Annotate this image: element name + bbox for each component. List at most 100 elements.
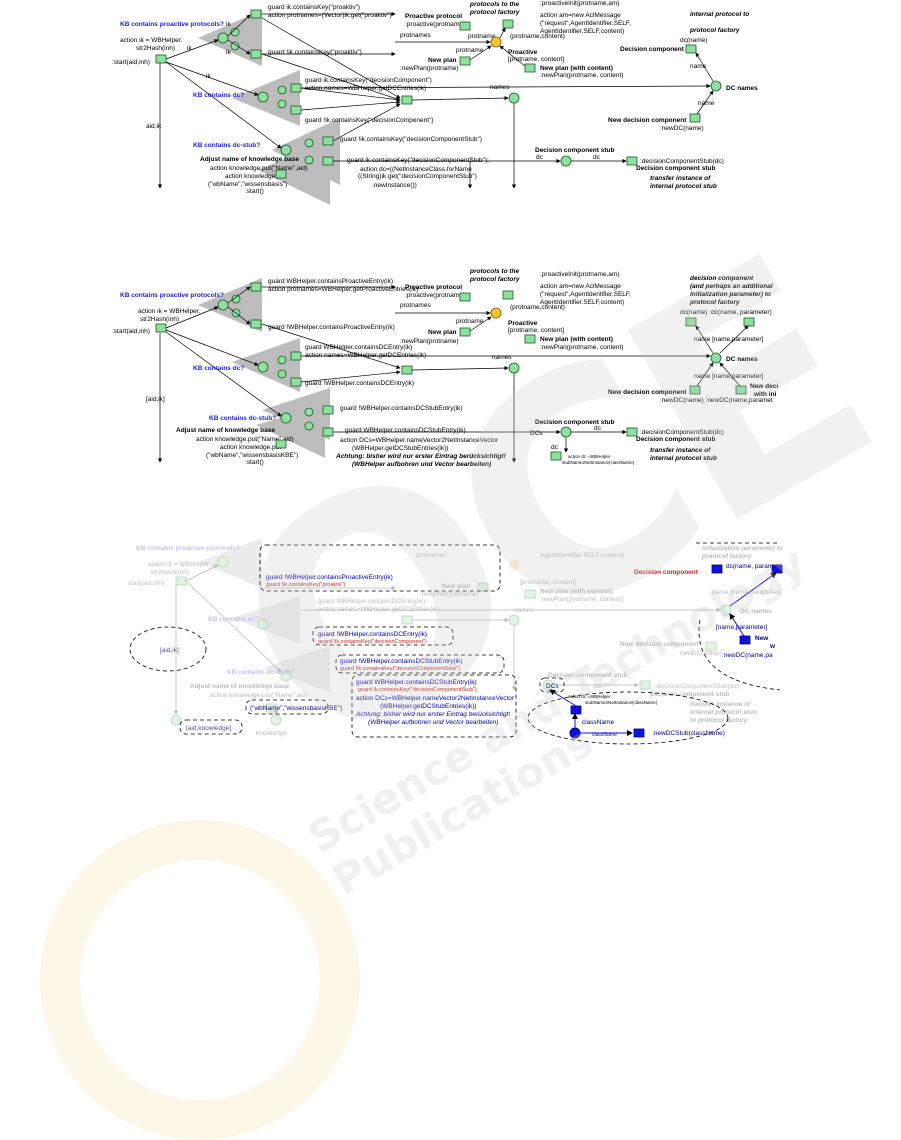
stub-sub-place xyxy=(304,138,314,148)
new-dc-label-3: New decision component xyxy=(620,641,699,648)
acl-message-2-p2: ("request",AgentIdentifier.SELF, xyxy=(540,291,631,298)
guard-dc-entry-3: guard WBHelper.containsDCEntry(ik) xyxy=(318,598,425,605)
dc-transition xyxy=(290,83,302,93)
guard-not-proaktiv: guard !ik.containsKey("proaktiv") xyxy=(268,49,362,56)
dc-new-2: ((String)ik.get("decisionComponentStub") xyxy=(358,173,477,180)
kb-dcstub-place-2 xyxy=(280,412,292,424)
protnames-label: protnames xyxy=(400,32,431,39)
dashed-ellipse-classname xyxy=(527,691,729,745)
dc-stub-label-p2: Decision component stub xyxy=(535,419,614,426)
dashed-ellipse-aid-ik xyxy=(129,626,207,672)
aid-ik-label-3: [aid,ik] xyxy=(160,647,179,654)
classname-place xyxy=(569,727,581,739)
guard-stub-3: guard WBHelper.containsDCStubEntry(ik) xyxy=(356,679,477,686)
internal-protocol-label: internal protocol to xyxy=(690,11,749,18)
proactive-entry-transition xyxy=(250,282,262,292)
protocol-factory-label-3: protocol factory xyxy=(701,553,752,560)
action-put-3-p3: action knowledge.put("Name",aid) xyxy=(210,692,308,699)
achtung-1: Achtung: bisher wird nur erster Eintrag … xyxy=(335,453,507,460)
new-plan-call-3: :newPlan(protname) xyxy=(420,591,479,598)
dc-transition-p2 xyxy=(685,317,697,327)
dashed-region-wbname xyxy=(245,699,329,715)
action-put-2-p2: action knowledge.put xyxy=(220,444,281,451)
adjust-kb-label: Adjust name of knowledge base xyxy=(200,156,299,163)
dcs-action-2-p3: (WBHelper.getDCStubEntries(ik)) xyxy=(380,703,476,710)
acl-message-1: action am=new AclMessage xyxy=(540,12,621,19)
dc-names-place-2 xyxy=(710,352,722,364)
protnames-label-2: protnames xyxy=(400,302,431,309)
dc-stub-place-2 xyxy=(560,426,572,438)
dashed-region-stub xyxy=(335,654,505,674)
dcs-action-1-p3: action DCs=WBHelper.nameVector2NetInstan… xyxy=(356,695,515,702)
dc-new-1: action dc=((NetInstanceClass.forName xyxy=(360,166,472,173)
proactive-init-2: :proactiveInit(protname,am) xyxy=(540,271,619,278)
kb-dc-label-2: KB contains dc? xyxy=(193,365,244,372)
proactive-init: :proactiveInit(protname,am) xyxy=(540,0,619,7)
protname-content-p2: (protname,content) xyxy=(510,304,565,311)
kb-dc-place-2 xyxy=(257,361,269,373)
dc-header-4: protocol factory xyxy=(689,299,740,306)
new-plan-label-2: New plan xyxy=(428,329,457,336)
dc-arc-label-p2: dc xyxy=(594,425,602,432)
dashed-region-dc xyxy=(312,626,454,646)
guard-stub-entry: guard WBHelper.containsDCStubEntry(ik) xyxy=(345,427,466,434)
new-dc-call: :newDC(name) xyxy=(660,125,704,132)
dc-stub-label-p3: Decision component stub xyxy=(548,672,627,679)
action-put-2: action knowledge.put xyxy=(225,173,286,180)
proactive-place xyxy=(490,36,502,48)
new-plan-call-2: :newPlan(protname) xyxy=(400,338,459,345)
proactive-init-transition-2 xyxy=(502,290,514,300)
transfer-instance-2-p3: internal protocol stub xyxy=(690,709,757,716)
proactive-label-2: Proactive xyxy=(508,320,538,327)
dc-names-place xyxy=(710,80,722,92)
names-label-2: names xyxy=(492,354,512,361)
protname-label-2: protname xyxy=(456,47,484,54)
dc-stub-place xyxy=(560,155,572,167)
dashed-region-dcs-place xyxy=(539,677,565,693)
dc-names-label-3: DC names xyxy=(740,608,772,615)
kb-dc-place xyxy=(257,91,269,103)
dc-stub-label-2-p3: Decision component stub xyxy=(650,691,729,698)
w-label: w xyxy=(769,643,776,650)
action-put-3-p2: ("wbName","wissensbasisKBE") xyxy=(206,452,298,459)
dc-stub-call-2: :decisionComponentStub(dc) xyxy=(640,429,724,436)
action-dc-entries: action names=WBHelper.getDCEntries(ik) xyxy=(305,352,426,359)
dcs-label-3: DCs xyxy=(546,683,559,690)
guard-not-dc: guard !ik.containsKey("decisionComponent… xyxy=(305,117,434,124)
not-stub-transition xyxy=(322,136,334,146)
achtung-1-p3: Achtung: bisher wird nur erster Eintrag … xyxy=(355,711,510,718)
protocols-to-factory-2: protocols to the xyxy=(469,268,519,275)
guard-dc: guard ik.containsKey("decisionComponent"… xyxy=(305,77,432,84)
panel-2: KB contains proactive protocols? action … xyxy=(112,268,778,468)
proactive-protocol-label: Proactive protocol xyxy=(405,13,462,20)
protocol-factory-label-2: protocol factory xyxy=(469,276,520,283)
dc-sub-place xyxy=(277,85,287,95)
dc-stub-label-2: Decision component stub xyxy=(636,165,715,172)
guard-not-stub-key-3: guard !ik.containsKey("decisionComponent… xyxy=(340,666,460,672)
protname-content-2-p2: [protname, content] xyxy=(508,327,564,334)
new-plan-label-3: New plan xyxy=(442,583,471,590)
proactive-label: Proactive xyxy=(508,49,538,56)
str2hash-label-3: str2Hash(inh) xyxy=(150,569,189,576)
guard-not-dc-key-3: guard !ik.containsKey("decisionComponent… xyxy=(318,639,427,645)
dc-arc-label-p3: dc xyxy=(594,683,602,690)
dc-header-1: decision component xyxy=(690,275,754,282)
not-proaktiv-transition xyxy=(250,49,262,59)
ik-place xyxy=(230,27,240,37)
acl-message-3-p2: AgentIdentifier.SELF,content) xyxy=(540,299,624,306)
stub-entry-transition xyxy=(322,427,334,437)
guard-dc-entry: guard WBHelper.containsDCEntry(ik) xyxy=(305,344,412,351)
dc-arc-label: dc xyxy=(536,154,544,161)
new-plan-with-call: :newPlan(protname, content) xyxy=(540,72,623,79)
new-w-label: New xyxy=(755,635,769,642)
transfer-instance-2-p2: internal protocol stub xyxy=(650,455,717,462)
guard-not-stub: guard !ik.containsKey("decisionComponent… xyxy=(340,136,482,143)
protnames-label-3: protnames xyxy=(416,552,447,559)
new-dc-param-3: :newDC(name,pa xyxy=(722,652,773,659)
wbname-3: ("wbName","wissensbasisKBE") xyxy=(250,705,342,712)
dc-name-param-3: dc(name, paramet xyxy=(726,563,779,570)
new-dc-transition-2 xyxy=(689,385,701,395)
panel-1: KB contains proactive protocols? action … xyxy=(112,0,758,205)
acl-message-1-p2: action am=new AclMessage xyxy=(540,283,621,290)
proactive-init-transition xyxy=(502,19,514,29)
